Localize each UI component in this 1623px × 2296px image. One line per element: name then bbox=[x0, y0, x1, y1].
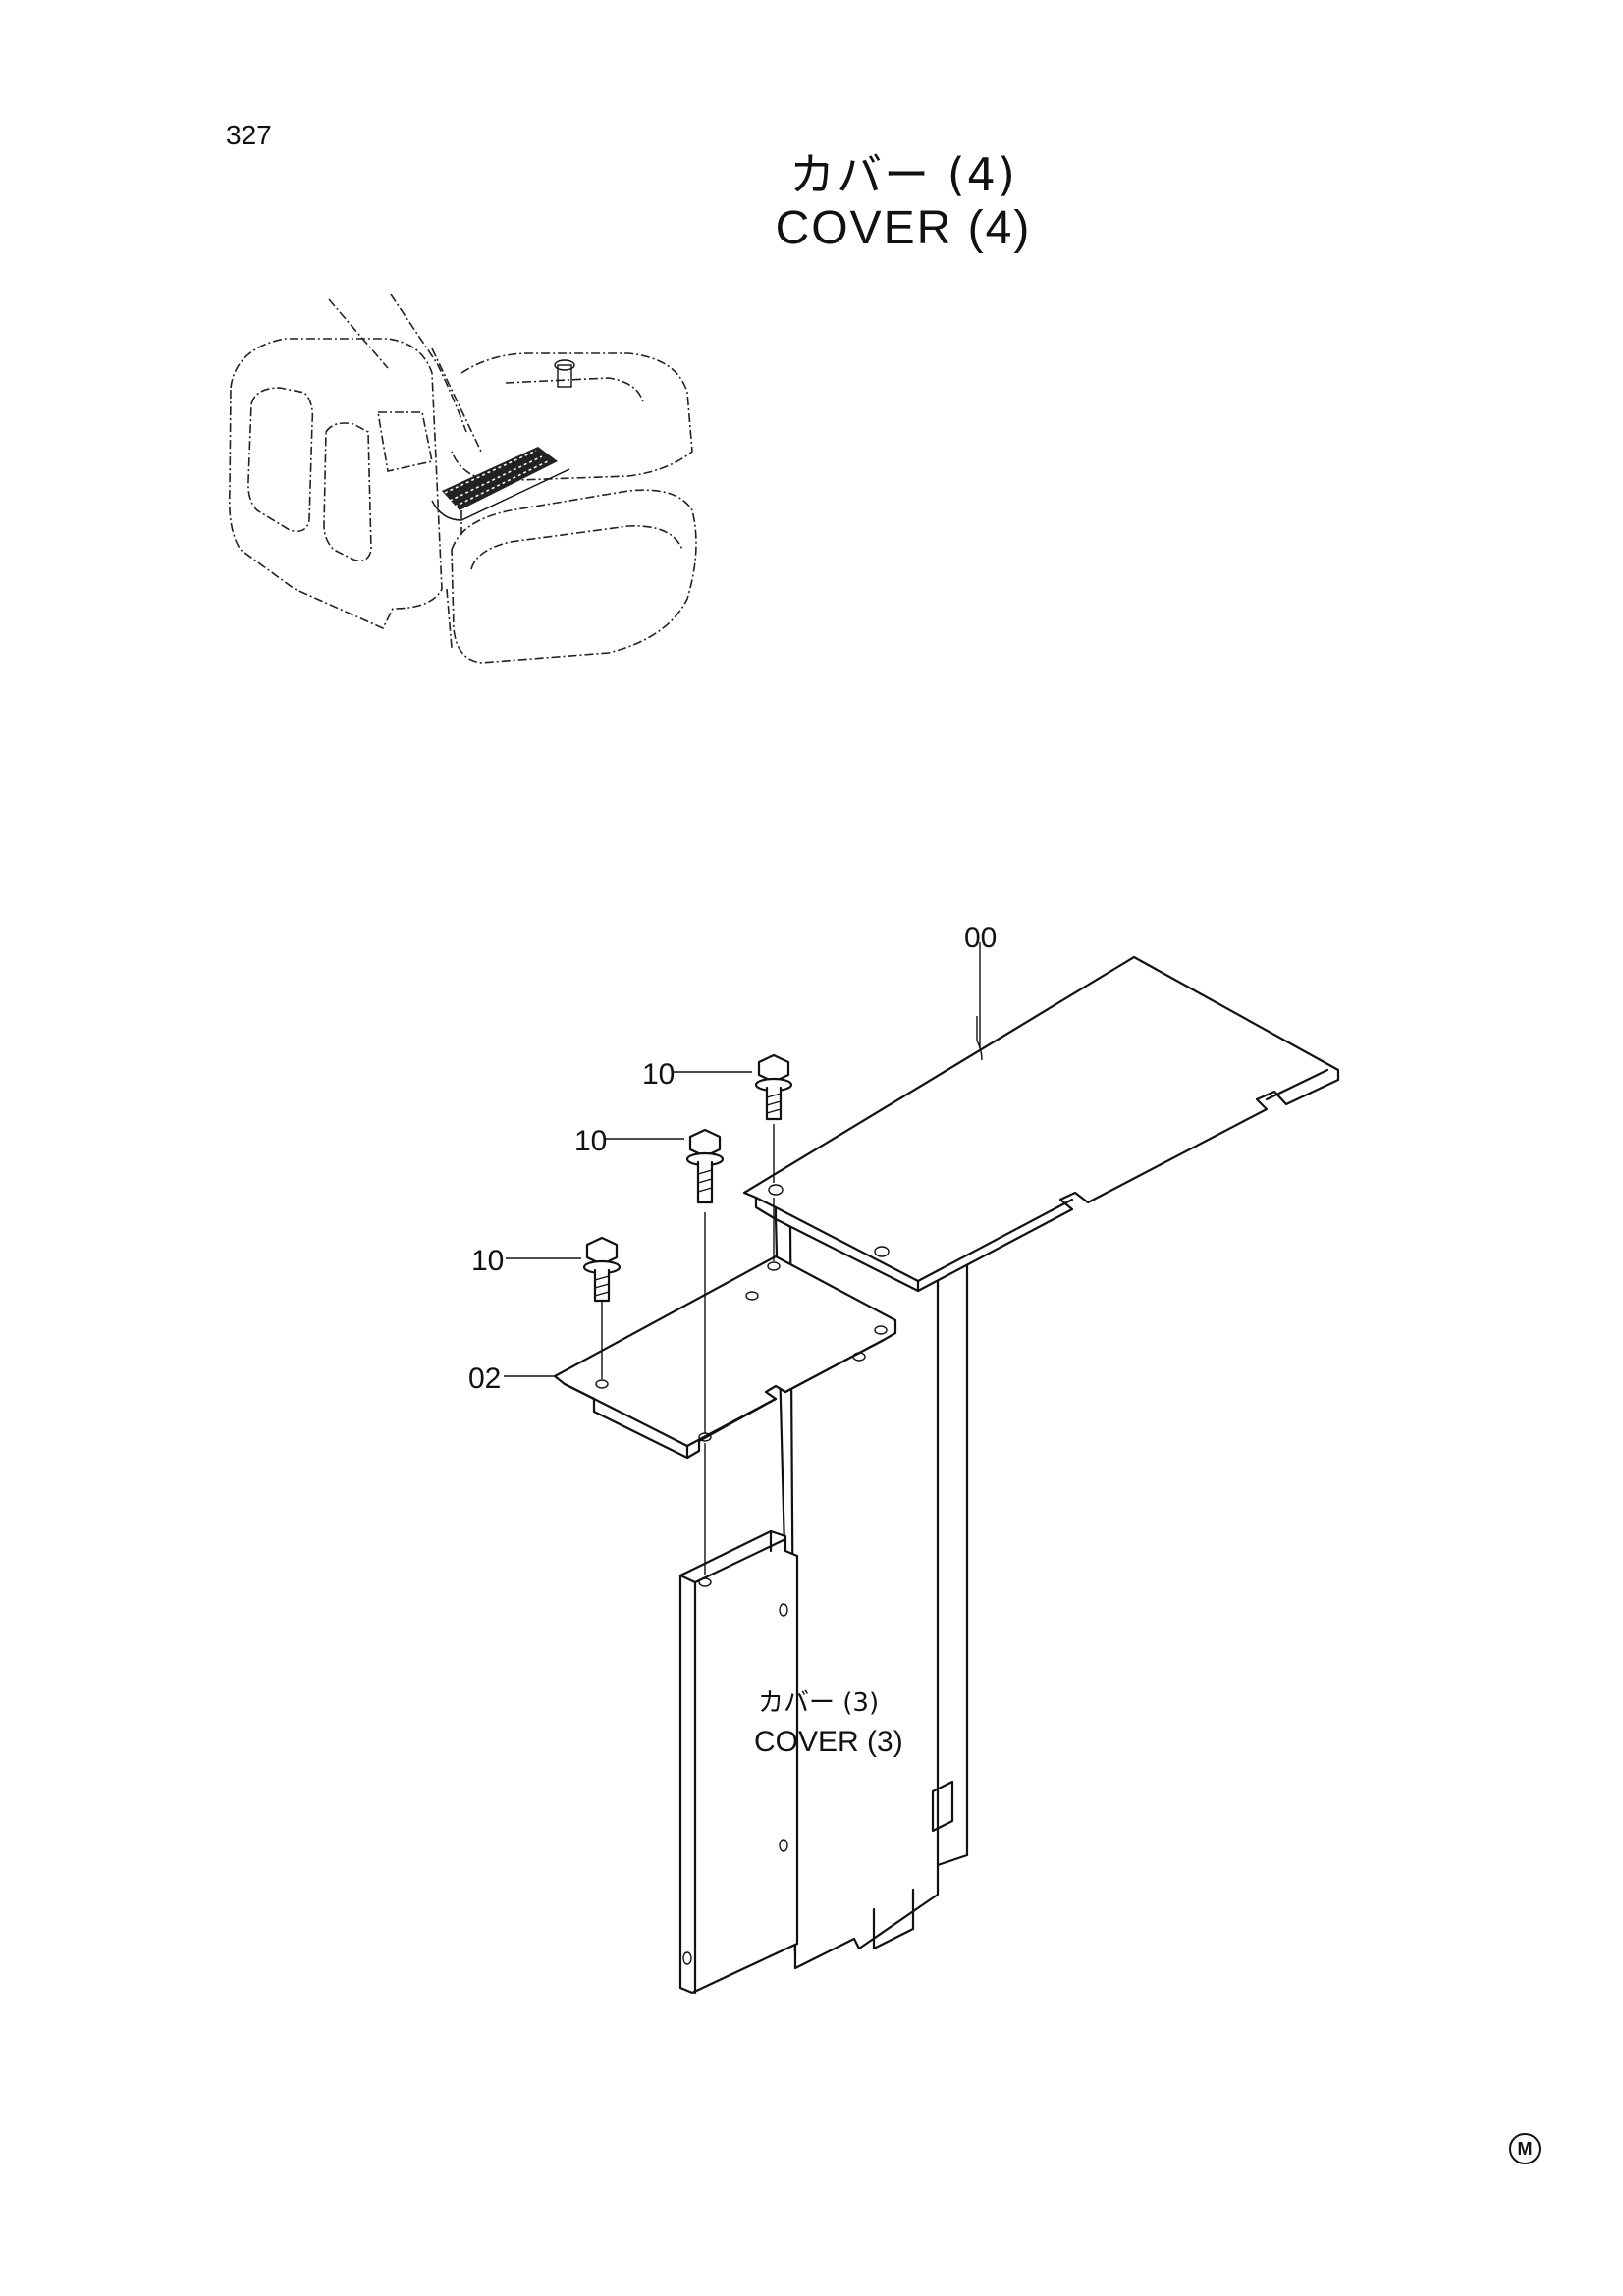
bolt-3 bbox=[582, 1236, 622, 1303]
callout-bolt-3: 10 bbox=[471, 1245, 504, 1277]
callout-00: 00 bbox=[964, 922, 997, 954]
callout-02: 02 bbox=[468, 1362, 501, 1395]
reference-label-english: COVER (3) bbox=[754, 1726, 903, 1758]
title-english: COVER (4) bbox=[775, 202, 1032, 254]
excavator-overview-illustration bbox=[228, 294, 697, 664]
callout-leaders bbox=[504, 942, 981, 1377]
page-number: 327 bbox=[226, 120, 272, 150]
manufacturer-mark: M bbox=[1509, 2133, 1541, 2164]
callout-bolt-1: 10 bbox=[642, 1058, 675, 1091]
callout-bolt-2: 10 bbox=[574, 1125, 607, 1157]
cover-00-plate bbox=[742, 955, 1340, 1293]
cover-02-plate bbox=[553, 1255, 897, 1460]
title-japanese: カバー (4) bbox=[789, 148, 1017, 201]
bolt-1 bbox=[754, 1053, 793, 1121]
bolt-2 bbox=[685, 1128, 725, 1204]
reference-label-japanese: カバー (3) bbox=[758, 1688, 879, 1718]
